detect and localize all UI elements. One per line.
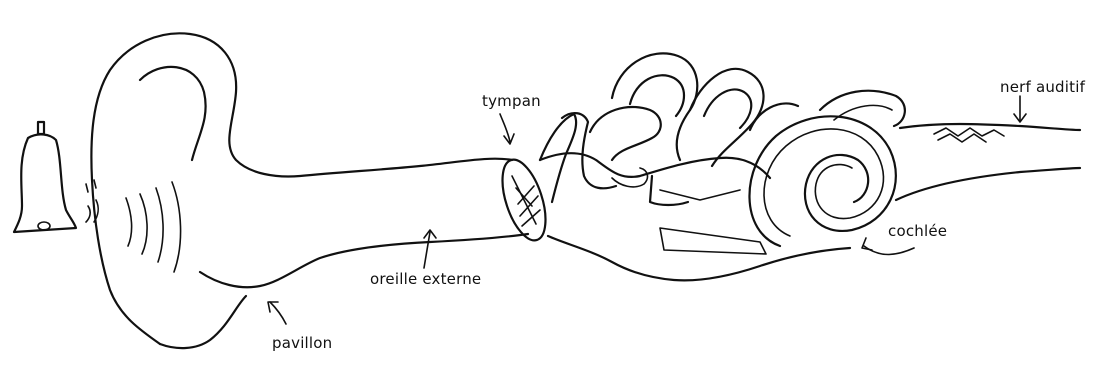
label-oreille-externe: oreille externe <box>370 270 481 288</box>
pointer-arrows <box>268 96 1026 324</box>
pavillon-arrow <box>270 302 286 324</box>
semicircular-canals <box>612 53 798 166</box>
pinna <box>91 33 528 348</box>
eardrum <box>494 154 554 245</box>
label-pavillon: pavillon <box>272 334 332 352</box>
bell-icon <box>14 122 76 232</box>
label-tympan: tympan <box>482 92 541 110</box>
auditory-nerve <box>896 124 1080 200</box>
vestibule <box>540 153 850 280</box>
cochlea <box>749 91 904 246</box>
label-cochlee: cochlée <box>888 222 947 240</box>
label-nerf-auditif: nerf auditif <box>1000 78 1085 96</box>
